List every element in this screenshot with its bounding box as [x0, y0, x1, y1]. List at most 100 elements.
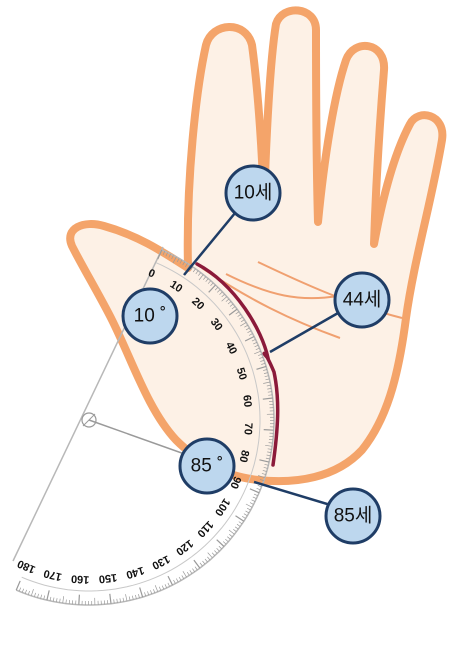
- protractor-tick: [264, 463, 269, 466]
- protractor-tick: [139, 587, 144, 598]
- protractor-tick: [192, 568, 195, 573]
- protractor-tick: [168, 253, 171, 258]
- protractor-tick: [233, 529, 237, 532]
- protractor-tick-label: 140: [125, 564, 146, 581]
- protractor-tick: [214, 550, 218, 554]
- protractor-tick-labels: 0102030405060708090100110120130140150160…: [16, 267, 254, 585]
- protractor-tick: [242, 516, 246, 519]
- protractor-tick: [225, 298, 230, 302]
- protractor-tick-label: 80: [237, 449, 251, 464]
- protractor-tick: [207, 280, 212, 284]
- protractor-tick: [192, 268, 196, 273]
- protractor-tick: [214, 287, 219, 291]
- protractor-tick: [56, 598, 58, 603]
- protractor-tick-label: 150: [98, 571, 118, 585]
- protractor-tick: [229, 303, 234, 307]
- protractor-tick-label: 130: [150, 552, 172, 571]
- protractor-tick: [253, 493, 258, 497]
- protractor-tick: [261, 473, 266, 475]
- protractor-tick: [52, 597, 55, 602]
- protractor-tick: [162, 251, 166, 256]
- crease-line: [225, 273, 339, 300]
- protractor-tick: [24, 589, 27, 594]
- protractor-tick: [34, 592, 36, 597]
- protractor-tick: [248, 333, 253, 336]
- protractor-tick: [246, 507, 251, 511]
- protractor-inner-arc: [21, 262, 261, 592]
- protractor-tick-label: 60: [240, 394, 253, 408]
- protractor-tick: [267, 388, 272, 390]
- protractor-tick: [235, 311, 240, 315]
- protractor-tick: [205, 278, 209, 282]
- protractor-tick: [264, 375, 269, 378]
- protractor-tick: [157, 249, 163, 260]
- protractor-tick: [263, 429, 274, 431]
- protractor-tick: [260, 359, 265, 362]
- protractor-tick-label: 10: [168, 279, 185, 296]
- protractor-tick: [239, 316, 243, 320]
- protractor-tick: [237, 314, 242, 317]
- protractor-tick: [218, 545, 222, 550]
- protractor-tick: [199, 562, 203, 567]
- protractor-tick: [208, 284, 216, 293]
- protractor-tick: [153, 589, 156, 594]
- protractor-tick: [251, 499, 256, 502]
- protractor-tick: [227, 301, 232, 305]
- protractor-tick: [268, 394, 273, 396]
- protractor-tick: [229, 534, 233, 538]
- bubble-angle-10: 10 ˚: [121, 287, 179, 345]
- protractor-tick: [263, 381, 271, 384]
- protractor-tick: [59, 598, 61, 603]
- life-line: [195, 262, 280, 467]
- protractor-tick: [245, 327, 250, 331]
- protractor-tick: [249, 502, 254, 505]
- protractor-tick: [252, 496, 257, 499]
- protractor-tick: [131, 595, 134, 600]
- bubble-angle-10-label: 10 ˚: [134, 306, 167, 327]
- bubble-age-10-label: 10세: [234, 182, 273, 204]
- bubble-age-10: 10세: [224, 164, 282, 222]
- protractor-tick: [235, 515, 245, 522]
- protractor-tick: [263, 372, 268, 374]
- protractor-tick: [234, 526, 239, 530]
- protractor-tick: [190, 266, 194, 271]
- protractor-tick: [263, 369, 268, 371]
- protractor-tick-label: 160: [71, 572, 90, 585]
- protractor-tick: [181, 575, 185, 579]
- protractor-tick: [49, 596, 52, 601]
- bubble-age-44: 44세: [333, 271, 391, 329]
- protractor-ticks: [15, 249, 274, 605]
- protractor-tick-label: 110: [195, 518, 216, 539]
- protractor-tick-label: 30: [208, 316, 225, 333]
- protractor-tick: [119, 598, 121, 603]
- protractor-tick: [128, 596, 131, 601]
- protractor-tick: [185, 263, 188, 267]
- protractor-tick: [259, 356, 264, 359]
- protractor-tick: [18, 587, 22, 592]
- protractor-tick: [245, 503, 253, 508]
- protractor-tick: [266, 384, 271, 387]
- protractor-tick: [262, 397, 273, 400]
- protractor-tick: [253, 341, 258, 345]
- protractor-tick: [40, 594, 43, 599]
- protractor-tick: [207, 556, 211, 561]
- protractor-center: [81, 412, 97, 428]
- protractor-tick: [216, 548, 220, 552]
- protractor-tick: [217, 289, 221, 293]
- protractor-tick: [267, 391, 272, 393]
- protractor-tick: [158, 586, 162, 591]
- protractor-tick: [204, 558, 208, 563]
- bubble-angle-85: 85 ˚: [178, 437, 236, 495]
- protractor-tick: [207, 552, 213, 559]
- protractor-tick: [203, 276, 207, 280]
- protractor-tick: [202, 560, 206, 565]
- protractor-tick: [165, 252, 168, 257]
- protractor-tick: [135, 594, 137, 599]
- protractor-tick: [262, 470, 267, 472]
- protractor-tick: [256, 487, 261, 491]
- protractor-tick: [210, 282, 214, 287]
- protractor-tick: [221, 296, 228, 302]
- protractor-tick: [257, 484, 262, 488]
